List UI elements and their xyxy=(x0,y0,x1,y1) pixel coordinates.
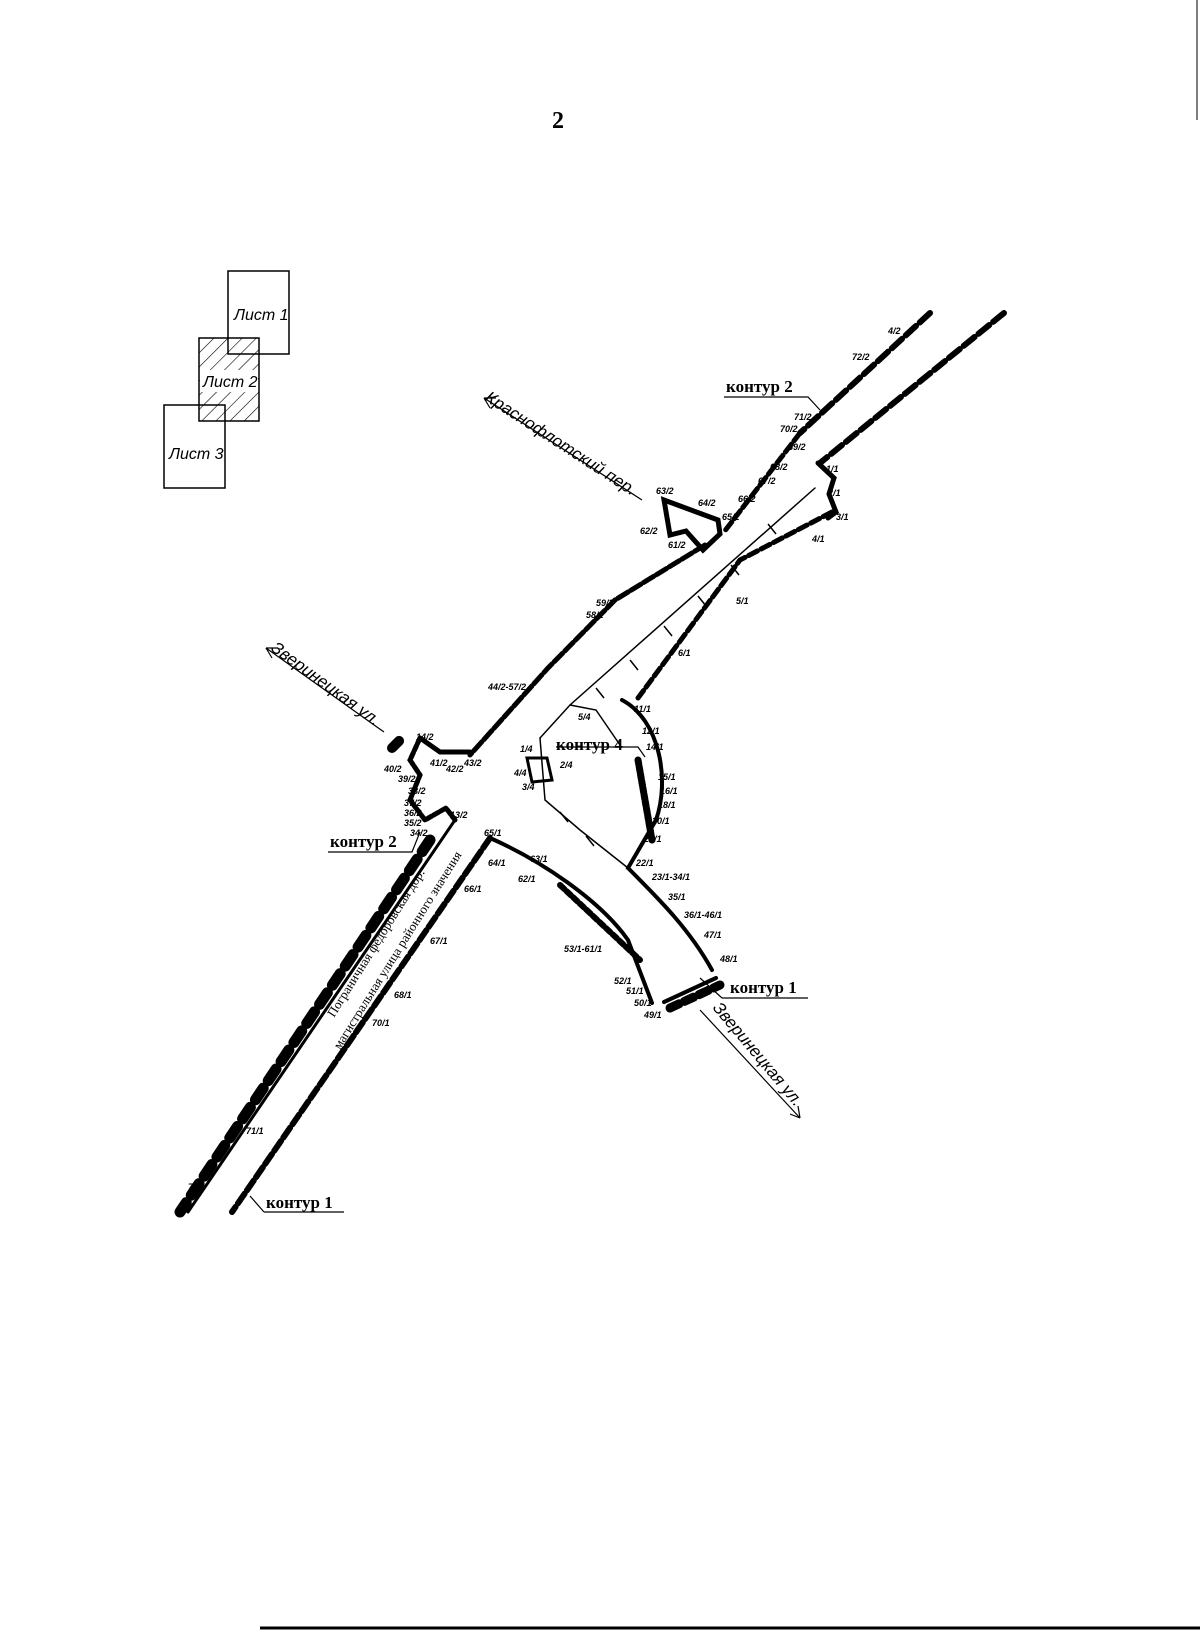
point-label: 61/2 xyxy=(668,540,686,550)
point-label: 34/2 xyxy=(410,828,428,838)
point-label: 64/1 xyxy=(488,858,506,868)
point-label: 1/1 xyxy=(826,464,839,474)
inner-line-ticks xyxy=(559,523,777,847)
point-label: 39/2 xyxy=(398,774,416,784)
road-edges xyxy=(174,310,1007,1218)
page-number: 2 xyxy=(552,108,564,134)
sheet-3-label: Лист 3 xyxy=(168,446,224,463)
point-label: 44/2-57/2 xyxy=(487,682,526,692)
point-label: 41/2 xyxy=(429,758,448,768)
point-label: 68/2 xyxy=(770,462,788,472)
point-label: 36/1-46/1 xyxy=(684,910,722,920)
point-label: 53/1-61/1 xyxy=(564,944,602,954)
point-label: 22/1 xyxy=(635,858,654,868)
leader-lines xyxy=(249,396,821,1213)
point-label: 37/2 xyxy=(404,798,422,808)
point-label: 15/1 xyxy=(658,772,676,782)
contour-1-right-label: контур 1 xyxy=(730,978,797,997)
point-label: 4/2 xyxy=(887,326,901,336)
point-label: 1/4 xyxy=(520,744,533,754)
point-label: 2/4 xyxy=(559,760,573,770)
point-label: 68/1 xyxy=(394,990,412,1000)
point-label: 67/2 xyxy=(758,476,776,486)
point-label: 35/2 xyxy=(404,818,422,828)
point-label: 11/1 xyxy=(634,704,651,714)
point-label: 65/1 xyxy=(484,828,502,838)
point-label: 70/1 xyxy=(372,1018,390,1028)
point-label: 21/1 xyxy=(643,834,662,844)
sheet-2-label-bg xyxy=(200,370,258,392)
street-zverinitskaya-top: Зверинецкая ул. xyxy=(268,638,384,730)
point-label: 16/1 xyxy=(660,786,678,796)
point-label: 71/2 xyxy=(794,412,812,422)
point-label: 66/2 xyxy=(738,494,756,504)
point-label: 3/1 xyxy=(836,512,849,522)
street-krasnoflotsky: Красноф­лотский пер. xyxy=(482,387,640,499)
point-label: 49/1 xyxy=(643,1010,662,1020)
point-label: 4/4 xyxy=(513,768,527,778)
sheet-1-frame[interactable] xyxy=(227,270,290,355)
point-label: 63/2 xyxy=(656,486,674,496)
point-label: 18/1 xyxy=(658,800,676,810)
contour-2-left-label: контур 2 xyxy=(330,832,397,851)
point-label: 38/2 xyxy=(408,786,426,796)
point-label: 5/1 xyxy=(736,596,749,606)
sheet-index: Лист 1 Лист 2 Лист 3 xyxy=(163,270,290,489)
point-label: 72/2 xyxy=(852,352,870,362)
contour-1-bottom-label: контур 1 xyxy=(266,1193,333,1212)
contour-4-label: контур 4 xyxy=(556,735,623,754)
point-label: 40/2 xyxy=(383,764,402,774)
point-label: 62/1 xyxy=(518,874,536,884)
point-label: 23/1-34/1 xyxy=(651,872,690,882)
point-labels: 4/2 72/2 71/2 70/2 69/2 68/2 67/2 66/2 6… xyxy=(188,326,901,1192)
point-label: 64/2 xyxy=(698,498,716,508)
point-label: 6/1 xyxy=(678,648,691,658)
point-label: 66/1 xyxy=(464,884,482,894)
point-label: 51/1 xyxy=(626,986,644,996)
point-label: 35/1 xyxy=(668,892,686,902)
point-label: 50/1 xyxy=(634,998,652,1008)
point-label: 14/1 xyxy=(646,742,664,752)
point-label: 69/2 xyxy=(788,442,806,452)
point-label: 63/1 xyxy=(530,854,548,864)
sheet-3-frame[interactable] xyxy=(163,404,226,489)
point-label: 42/2 xyxy=(445,764,464,774)
point-label: 58/2 xyxy=(586,610,604,620)
point-label: 48/1 xyxy=(719,954,738,964)
point-label: 47/1 xyxy=(703,930,722,940)
point-label: 65/2 xyxy=(722,512,740,522)
point-label: 70/2 xyxy=(780,424,798,434)
street-zverinitskaya-bottom: Зверинецкая ул. xyxy=(709,998,807,1110)
point-label: 59/2 xyxy=(596,598,614,608)
point-label: 20/1 xyxy=(651,816,670,826)
point-label: 12/1 xyxy=(642,726,660,736)
point-label: 2/1 xyxy=(827,488,841,498)
point-label: 52/1 xyxy=(614,976,632,986)
point-label: 4/1 xyxy=(811,534,825,544)
point-label: 62/2 xyxy=(640,526,658,536)
point-label: 36/2 xyxy=(404,808,422,818)
point-label: 43/2 xyxy=(463,758,482,768)
point-label: 13/2 xyxy=(450,810,468,820)
sheet-2-label: Лист 2 xyxy=(202,374,258,391)
sheet-1-label: Лист 1 xyxy=(233,307,289,324)
point-label: 72/1 xyxy=(188,1182,206,1192)
point-label: 67/1 xyxy=(430,936,448,946)
point-label: 14/2 xyxy=(416,732,434,742)
point-label: 3/4 xyxy=(522,782,535,792)
contour-2-top-label: контур 2 xyxy=(726,377,793,396)
point-label: 5/4 xyxy=(578,712,591,722)
point-label: 71/1 xyxy=(246,1126,264,1136)
